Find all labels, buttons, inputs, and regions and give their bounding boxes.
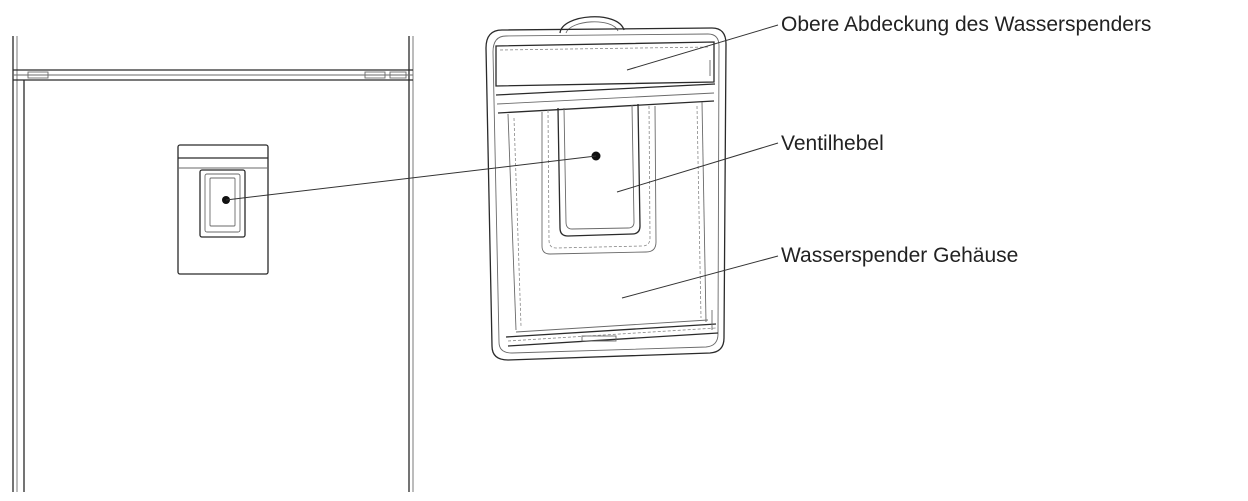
leader-door-to-lever: [225, 155, 597, 201]
leader-valve-lever: [616, 142, 779, 193]
callout-top-cover: Obere Abdeckung des Wasserspenders: [781, 13, 1152, 36]
leader-top-cover: [626, 24, 779, 71]
callout-housing: Wasserspender Gehäuse: [781, 244, 1019, 267]
leader-housing: [621, 255, 779, 299]
callout-valve-lever: Ventilhebel: [781, 132, 884, 155]
fridge-door: [12, 36, 414, 492]
door-dispenser: [177, 144, 269, 275]
enlarged-dispenser: [485, 16, 727, 361]
leader-lines: [225, 24, 779, 299]
